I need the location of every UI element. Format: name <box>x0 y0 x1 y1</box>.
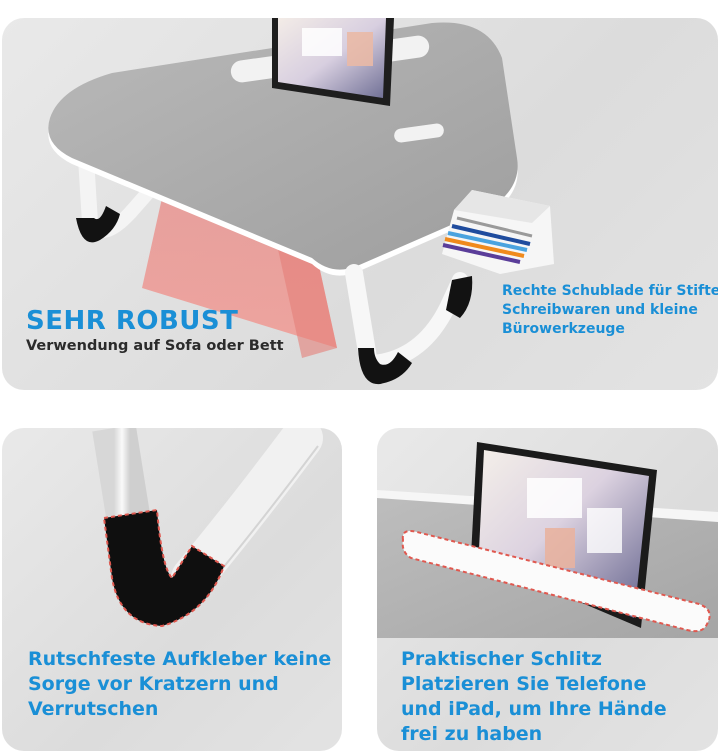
lap-desk-illustration <box>48 18 554 385</box>
leg-closeup-illustration <box>92 428 323 628</box>
headline-very-robust: SEHR ROBUST <box>26 306 239 336</box>
phone-tablet-slot <box>401 530 711 633</box>
drawer-caption-line: Bürowerkzeuge <box>502 321 625 337</box>
side-drawer <box>442 190 554 274</box>
anti-slip-pad <box>104 510 224 626</box>
subline-usage: Verwendung auf Sofa oder Bett <box>26 338 284 354</box>
caption-line: Praktischer Schlitz <box>401 648 602 670</box>
anti-slip-caption: Rutschfeste Aufkleber keine Sorge vor Kr… <box>28 647 338 722</box>
drawer-caption-line: Rechte Schublade für Stifte, <box>502 283 718 299</box>
drawer-caption-line: Schreibwaren und kleine <box>502 302 698 318</box>
caption-line: und iPad, um Ihre Hände <box>401 698 667 720</box>
tablet-in-slot <box>272 18 394 106</box>
anti-slip-feature-panel: Rutschfeste Aufkleber keine Sorge vor Kr… <box>2 428 342 751</box>
caption-line: Rutschfeste Aufkleber keine <box>28 648 332 670</box>
slot-closeup-illustration <box>377 442 718 638</box>
caption-line: frei zu haben <box>401 723 543 745</box>
slot-feature-panel: Praktischer Schlitz Platzieren Sie Telef… <box>377 428 718 751</box>
table-leg-front-right <box>345 264 473 385</box>
caption-line: Verrutschen <box>28 698 159 720</box>
product-hero-panel: SEHR ROBUST Verwendung auf Sofa oder Bet… <box>2 18 718 390</box>
slot-caption: Praktischer Schlitz Platzieren Sie Telef… <box>401 647 711 747</box>
drawer-caption: Rechte Schublade für Stifte, Schreibware… <box>502 282 718 339</box>
caption-line: Platzieren Sie Telefone <box>401 673 647 695</box>
caption-line: Sorge vor Kratzern und <box>28 673 279 695</box>
